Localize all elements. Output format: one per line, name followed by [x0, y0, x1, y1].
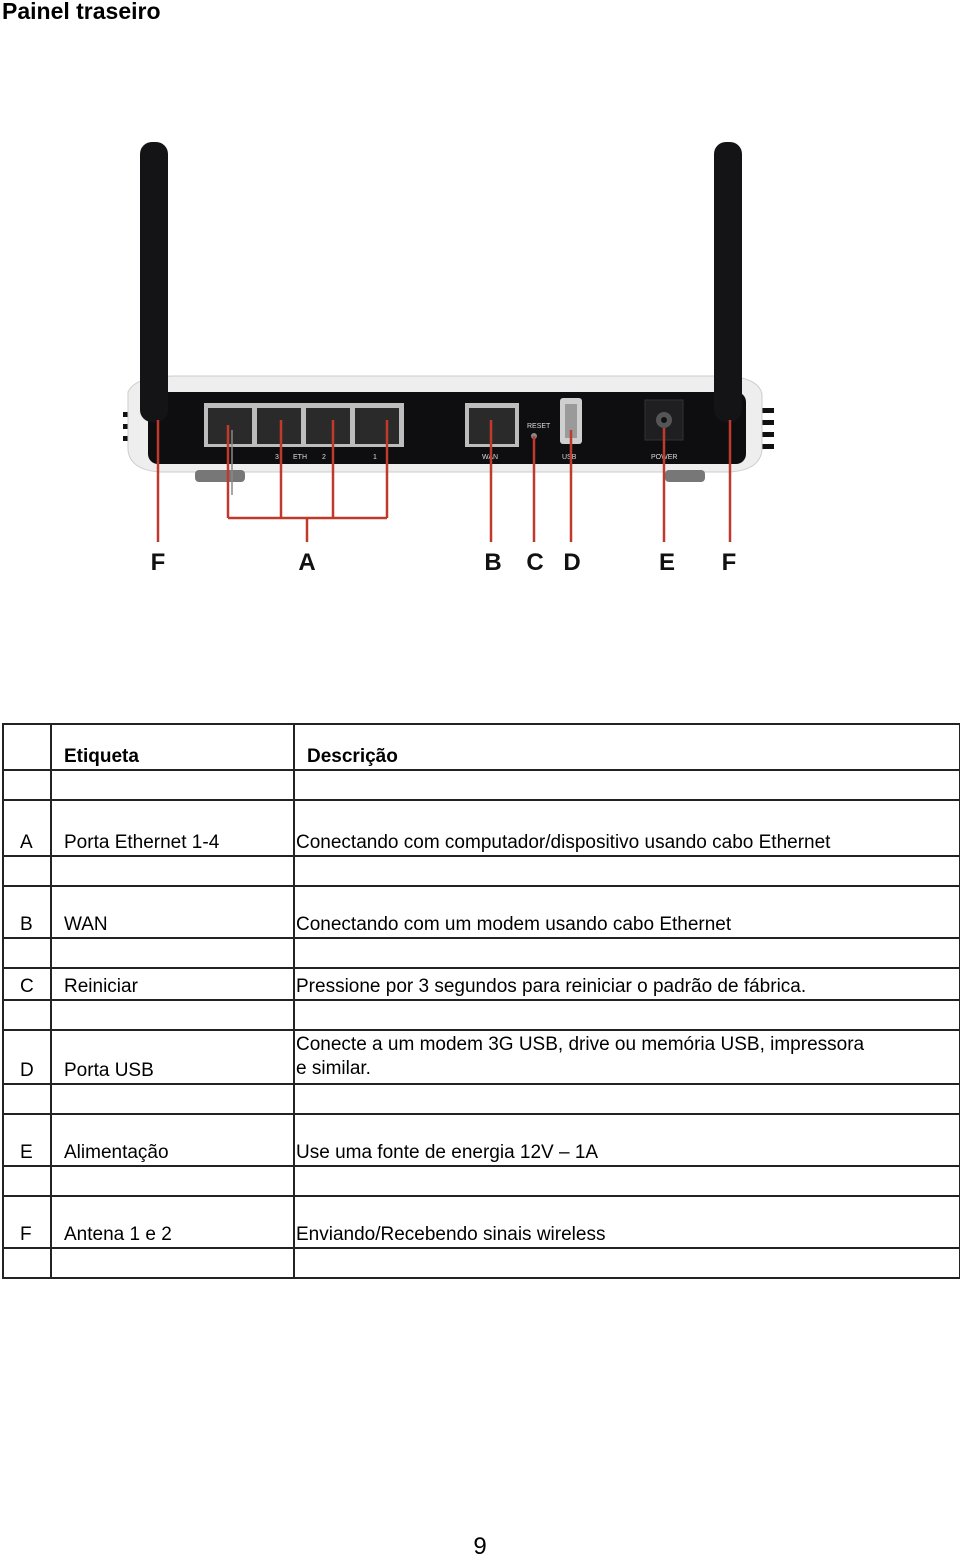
eth-port	[355, 408, 399, 444]
header-label: Etiqueta	[50, 723, 295, 771]
row-description: Pressione por 3 segundos para reiniciar …	[293, 967, 960, 1001]
row-label: Porta Ethernet 1-4	[50, 799, 295, 857]
router-illustration: 3 ETH 2 1 WAN RESET USB POWER F	[123, 142, 774, 576]
row-description-line-2: e similar.	[296, 1058, 371, 1079]
row-description-line-1: Conecte a um modem 3G USB, drive ou memó…	[296, 1034, 865, 1055]
row-label: Alimentação	[50, 1113, 295, 1167]
row-description: Enviando/Recebendo sinais wireless	[293, 1195, 960, 1249]
row-key: D	[2, 1029, 52, 1085]
usb-port	[560, 398, 582, 444]
router-foot-right	[665, 470, 705, 482]
row-key: E	[2, 1113, 52, 1167]
power-jack	[644, 399, 684, 441]
rear-panel-table: Etiqueta Descrição A Porta Ethernet 1-4 …	[2, 723, 960, 1279]
table-row: C Reiniciar Pressione por 3 segundos par…	[2, 967, 960, 1001]
router-foot-left	[195, 470, 245, 482]
antenna-left	[140, 142, 168, 422]
port-label-eth-1: 1	[373, 454, 377, 461]
header-description: Descrição	[293, 723, 960, 771]
eth-port	[257, 408, 301, 444]
callout-d: D	[563, 549, 580, 576]
eth-port	[306, 408, 350, 444]
port-label-eth: ETH	[293, 454, 307, 461]
port-label-reset: RESET	[527, 423, 551, 430]
row-key: B	[2, 885, 52, 939]
row-description: Conectando com computador/dispositivo us…	[293, 799, 960, 857]
callout-a: A	[298, 549, 315, 576]
router-rear-panel-figure: 3 ETH 2 1 WAN RESET USB POWER F	[0, 130, 960, 590]
callout-c: C	[526, 549, 543, 576]
row-key: C	[2, 967, 52, 1001]
table-row: E Alimentação Use uma fonte de energia 1…	[2, 1113, 960, 1167]
antenna-right	[714, 142, 742, 422]
callout-f-left: F	[151, 549, 166, 576]
eth-port	[208, 408, 252, 444]
page-number: 9	[473, 1533, 487, 1560]
callout-b: B	[484, 549, 501, 576]
table-row: B WAN Conectando com um modem usando cab…	[2, 885, 960, 939]
table-row: A Porta Ethernet 1-4 Conectando com comp…	[2, 799, 960, 857]
page-title: Painel traseiro	[2, 0, 161, 24]
table-row: F Antena 1 e 2 Enviando/Recebendo sinais…	[2, 1195, 960, 1249]
row-label: Porta USB	[50, 1029, 295, 1085]
table-header-row: Etiqueta Descrição	[2, 723, 960, 771]
row-key: A	[2, 799, 52, 857]
row-key: F	[2, 1195, 52, 1249]
row-description: Conecte a um modem 3G USB, drive ou memó…	[293, 1029, 960, 1085]
row-label: WAN	[50, 885, 295, 939]
row-description: Use uma fonte de energia 12V – 1A	[293, 1113, 960, 1167]
row-label: Antena 1 e 2	[50, 1195, 295, 1249]
callout-lines	[156, 420, 732, 542]
port-label-usb: USB	[562, 454, 577, 461]
callout-f-right: F	[722, 549, 737, 576]
ethernet-ports	[204, 403, 404, 447]
table-row: D Porta USB Conecte a um modem 3G USB, d…	[2, 1029, 960, 1085]
row-description: Conectando com um modem usando cabo Ethe…	[293, 885, 960, 939]
callout-e: E	[659, 549, 675, 576]
port-label-eth-3: 3	[275, 454, 279, 461]
port-label-eth-2: 2	[322, 454, 326, 461]
right-vents	[760, 408, 774, 449]
row-label: Reiniciar	[50, 967, 295, 1001]
